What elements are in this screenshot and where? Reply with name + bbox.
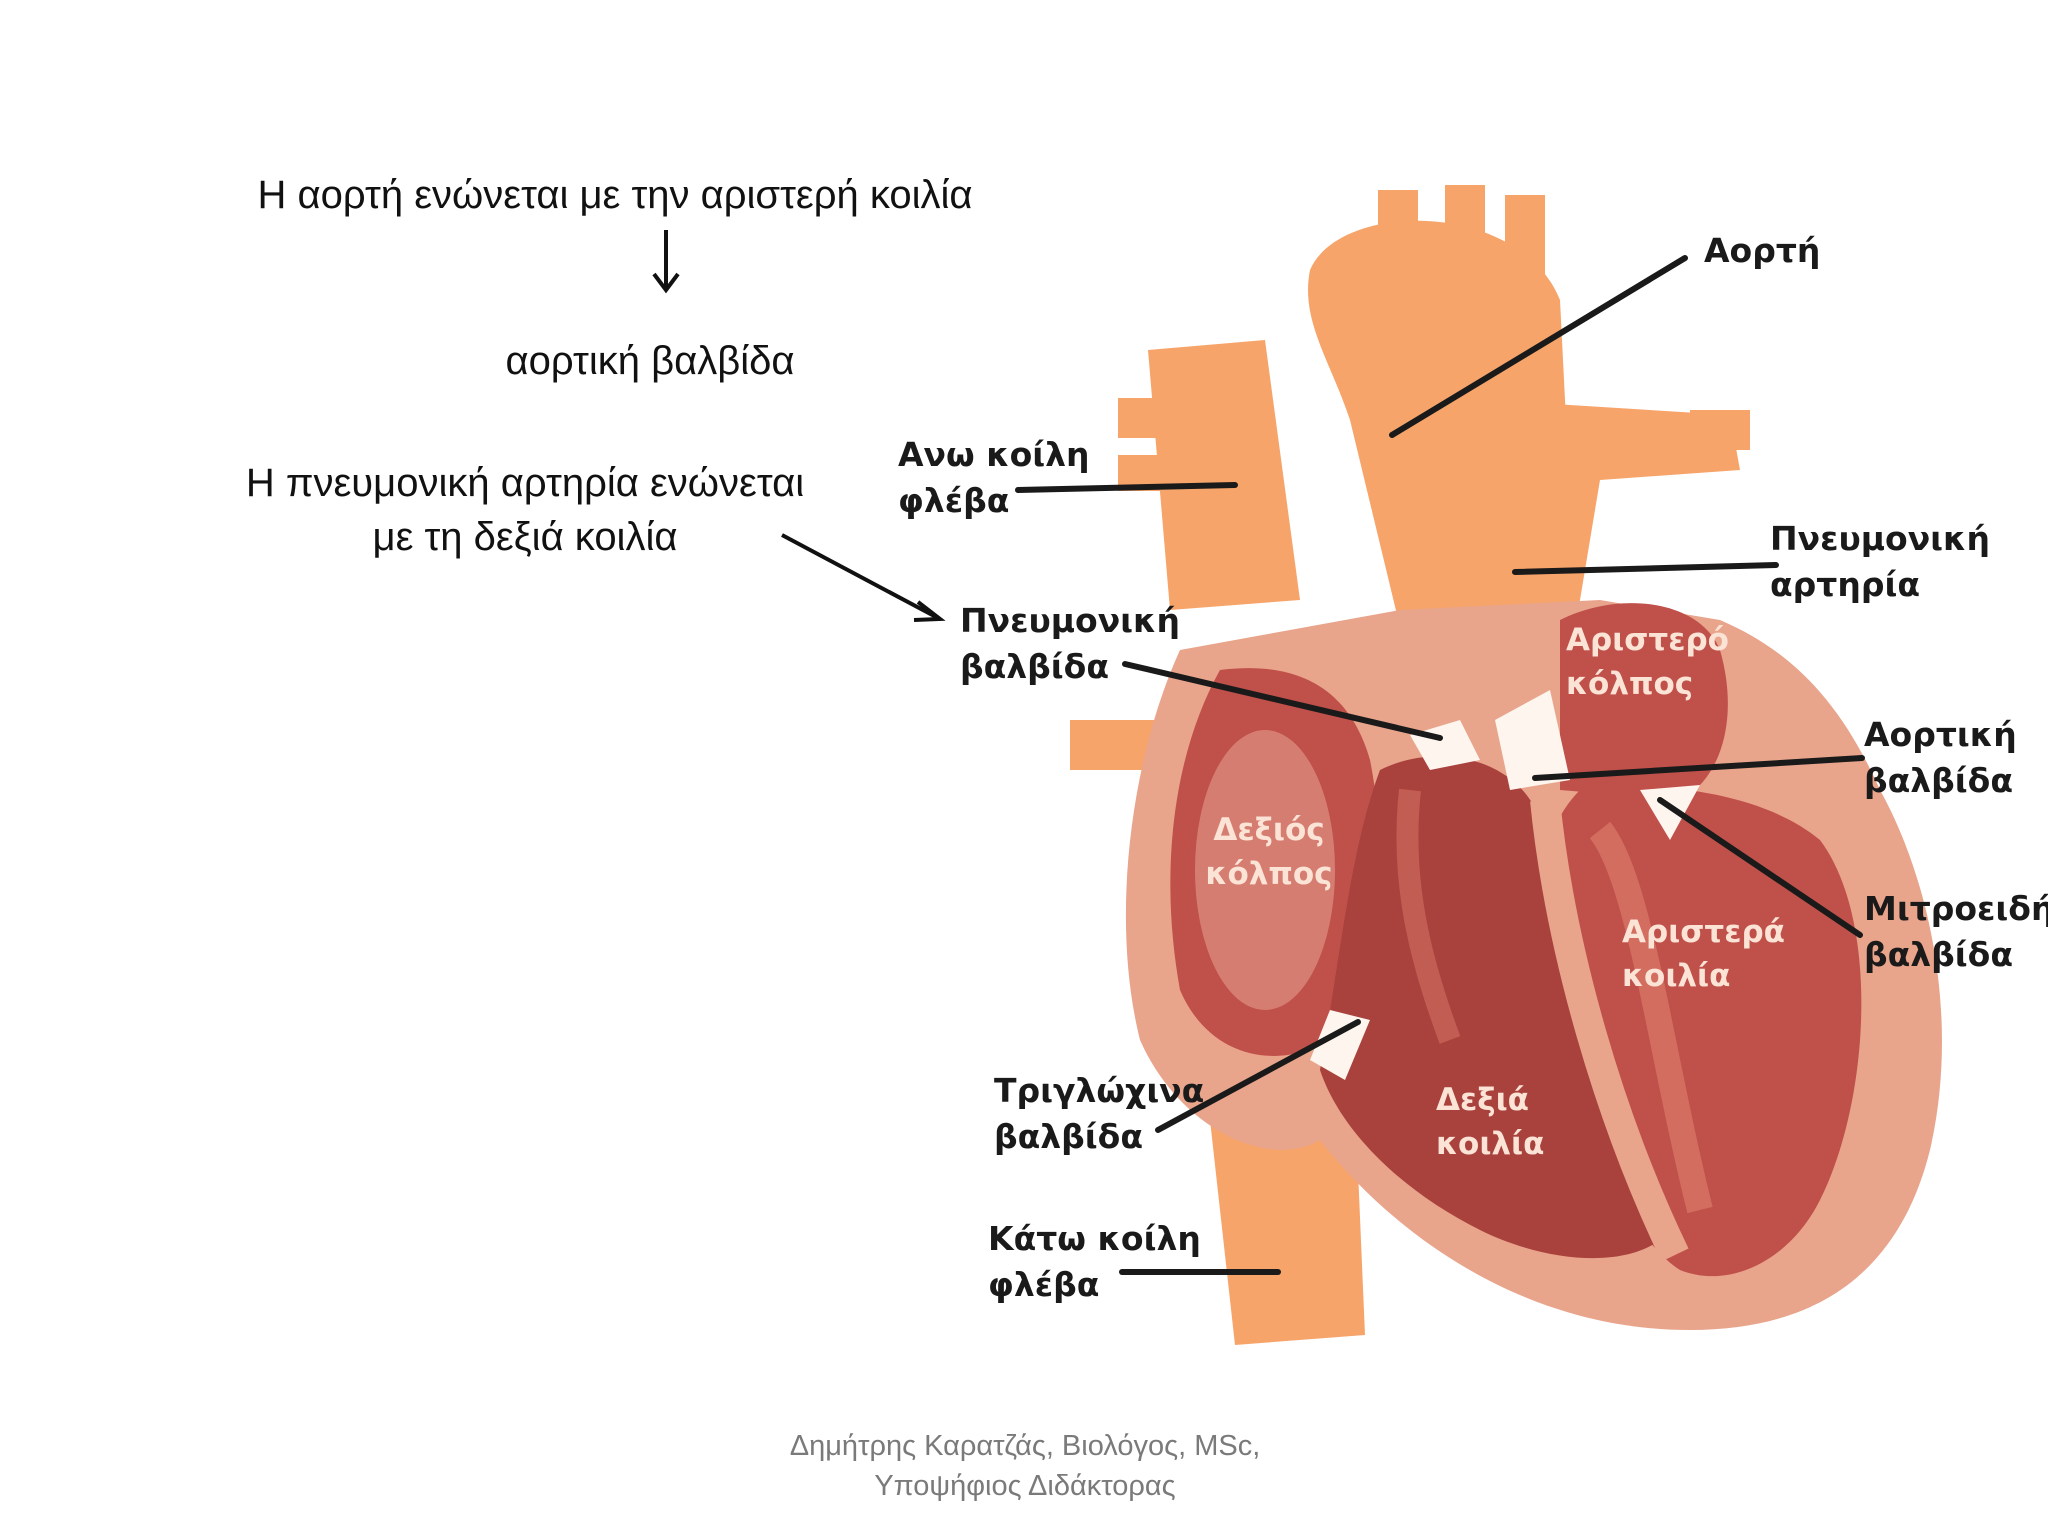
note-pulmonary-line2: με τη δεξιά κοιλία <box>372 515 678 559</box>
label-ivc-line1: Κάτω κοίλη <box>988 1219 1201 1258</box>
note-pulmonary-line1: Η πνευμονική αρτηρία ενώνεται <box>245 461 805 505</box>
label-right-atrium-line2: κόλπος <box>1205 856 1333 892</box>
leader-svc <box>1015 482 1238 493</box>
note-aorta-connects: Η αορτή ενώνεται με την αριστερή κοιλία <box>257 173 973 217</box>
tricuspid-valve-shape <box>1310 1010 1370 1080</box>
leader-pulmonary-artery <box>1512 562 1779 575</box>
label-left-atrium-line2: κόλπος <box>1566 666 1694 702</box>
label-pulmonary-valve-line2: βαλβίδα <box>960 647 1109 686</box>
label-right-ventricle-line2: κοιλία <box>1436 1126 1545 1162</box>
aorta-branch-2 <box>1445 185 1485 280</box>
leader-aortic-valve <box>1532 755 1865 781</box>
label-right-atrium: Δεξιός κόλπος <box>1204 808 1334 896</box>
label-svc-line2: φλέβα <box>898 481 1010 520</box>
inferior-vena-cava <box>1210 1100 1365 1345</box>
right-atrium-highlight <box>1195 730 1335 1010</box>
label-pulmonary-artery-line2: αρτηρία <box>1770 565 1920 604</box>
left-ventricle-muscle <box>1589 821 1713 1214</box>
pulmonary-branch <box>1690 410 1750 450</box>
author-credit-line1: Δημήτρης Καρατζάς, Βιολόγος, MSc, <box>789 1430 1261 1462</box>
septum <box>1530 798 1689 1262</box>
label-left-atrium-line1: Αριστερό <box>1566 622 1729 658</box>
label-left-atrium: Αριστερό κόλπος <box>1566 618 1729 706</box>
label-svc-line1: Ανω κοίλη <box>898 435 1090 474</box>
note-pulmonary-artery: Η πνευμονική αρτηρία ενώνεται με τη δεξι… <box>215 456 835 564</box>
svc-branch-upper <box>1118 398 1178 438</box>
superior-vena-cava <box>1148 340 1300 610</box>
label-mitral-valve-line1: Μιτροειδής <box>1864 889 2048 928</box>
label-mitral-valve: Μιτροειδής βαλβίδα <box>1864 886 2048 978</box>
label-superior-vena-cava: Ανω κοίλη φλέβα <box>898 432 1090 524</box>
mitral-valve-shape <box>1640 785 1700 840</box>
leader-lines <box>1015 255 1865 1275</box>
label-pulmonary-artery-line1: Πνευμονική <box>1770 519 1990 558</box>
leader-pulmonary-valve <box>1122 661 1443 741</box>
label-left-ventricle-line1: Αριστερά <box>1622 914 1785 950</box>
left-atrium <box>1560 603 1728 800</box>
label-inferior-vena-cava: Κάτω κοίλη φλέβα <box>988 1216 1201 1308</box>
author-credit: Δημήτρης Καρατζάς, Βιολόγος, MSc, Υποψήφ… <box>700 1426 1350 1506</box>
aorta-branch-1 <box>1378 190 1418 290</box>
label-aortic-valve-line1: Αορτική <box>1864 715 2017 754</box>
label-pulmonary-artery: Πνευμονική αρτηρία <box>1770 516 1990 608</box>
aorta-branch-3 <box>1505 195 1545 285</box>
valves <box>1310 690 1700 1080</box>
label-pulmonary-valve-line1: Πνευμονική <box>960 601 1180 640</box>
label-aortic-valve: Αορτική βαλβίδα <box>1864 712 2017 804</box>
right-ventricle-muscle <box>1396 788 1461 1044</box>
label-left-ventricle-line2: κοιλία <box>1622 958 1731 994</box>
label-right-atrium-line1: Δεξιός <box>1213 812 1325 848</box>
note-aortic-valve: αορτική βαλβίδα <box>505 339 795 383</box>
leader-aorta <box>1389 255 1688 438</box>
label-mitral-valve-line2: βαλβίδα <box>1864 935 2013 974</box>
label-tricuspid-valve: Τριγλώχινα βαλβίδα <box>994 1068 1204 1160</box>
label-left-ventricle: Αριστερά κοιλία <box>1622 910 1785 998</box>
diagonal-arrow-head <box>913 600 946 622</box>
label-aorta: Αορτή <box>1704 231 1821 270</box>
note-arrows <box>652 230 946 622</box>
label-pulmonary-valve: Πνευμονική βαλβίδα <box>960 598 1180 690</box>
author-credit-line2: Υποψήφιος Διδάκτορας <box>874 1470 1176 1502</box>
down-arrow-head <box>652 272 680 294</box>
label-right-ventricle: Δεξιά κοιλία <box>1436 1078 1544 1166</box>
label-right-ventricle-line1: Δεξιά <box>1436 1082 1529 1118</box>
label-aortic-valve-line2: βαλβίδα <box>1864 761 2013 800</box>
leader-tricuspid-valve <box>1155 1019 1361 1133</box>
label-ivc-line2: φλέβα <box>988 1265 1100 1304</box>
leader-mitral-valve <box>1657 797 1863 938</box>
aortic-valve-shape <box>1495 690 1570 790</box>
label-tricuspid-valve-line1: Τριγλώχινα <box>994 1071 1205 1110</box>
label-tricuspid-valve-line2: βαλβίδα <box>994 1117 1143 1156</box>
diagonal-arrow-shaft <box>781 533 939 620</box>
